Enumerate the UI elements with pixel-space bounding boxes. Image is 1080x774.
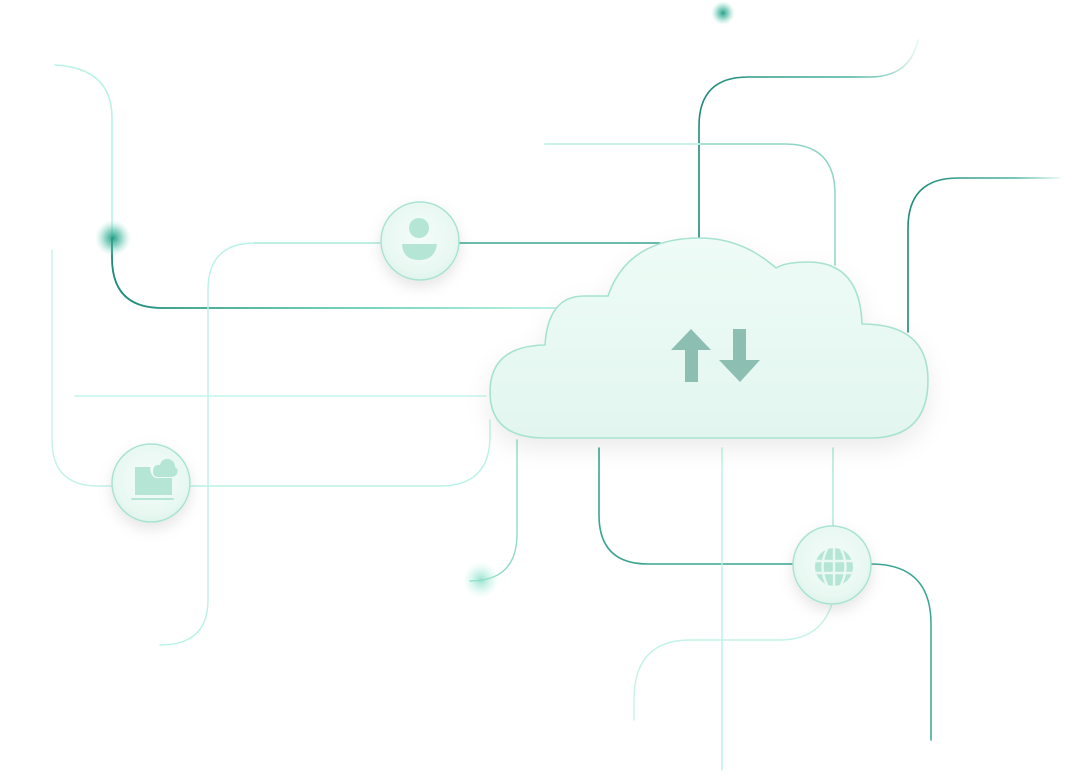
glow-dot-top <box>711 1 735 25</box>
globe-icon <box>815 548 853 586</box>
line-top-center <box>698 39 919 241</box>
cloud-shape <box>489 237 929 439</box>
user-node <box>380 201 460 281</box>
laptop-cloud-icon <box>131 458 178 500</box>
line-cloud-globe <box>598 447 794 565</box>
line-top-right-loop <box>544 143 836 266</box>
cloud-sync <box>489 237 929 439</box>
line-globe-bottom <box>633 603 833 721</box>
line-left-outer <box>51 249 113 487</box>
arrow-up-icon <box>671 329 711 382</box>
user-icon <box>402 218 437 260</box>
line-user <box>159 242 256 646</box>
glow-dot-bottom <box>463 562 499 598</box>
arrow-down-icon <box>719 329 760 382</box>
connection-lines <box>51 39 1066 771</box>
line-right-upper <box>907 177 1061 333</box>
glow-dots <box>95 1 735 598</box>
line-laptop <box>189 419 491 487</box>
up-down-arrows-icon <box>671 329 760 382</box>
line-globe-right <box>870 563 932 741</box>
line-top-left <box>54 64 561 309</box>
glow-dot-left <box>95 220 131 256</box>
